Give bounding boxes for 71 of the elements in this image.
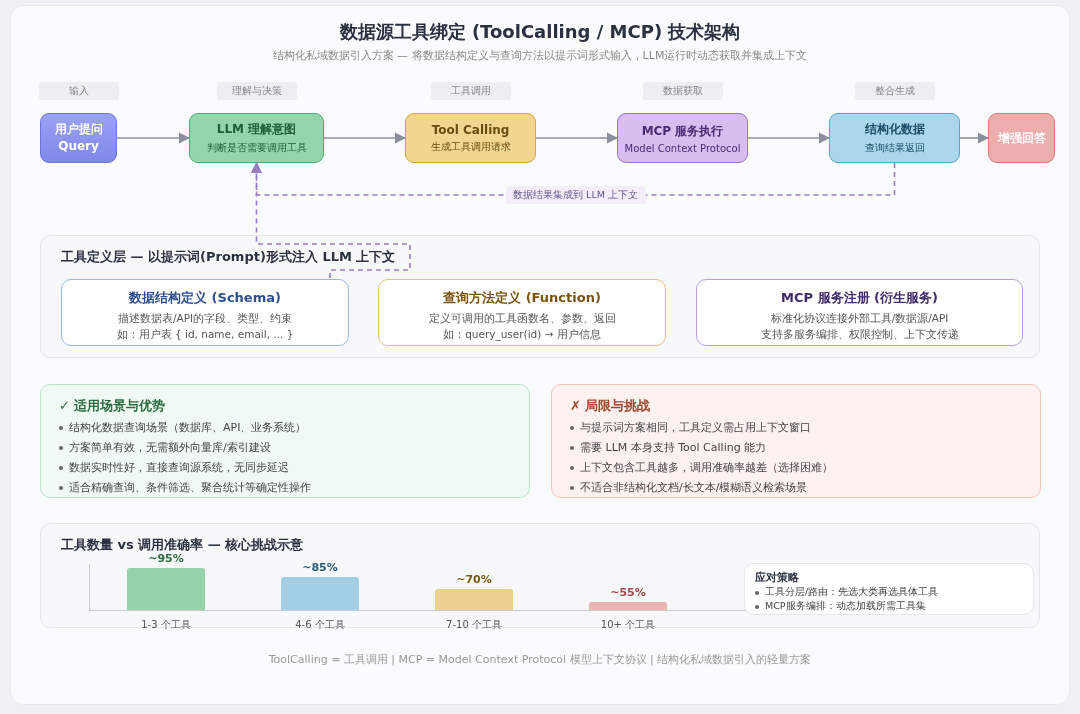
list-item: 方案简单有效，无需额外向量库/索引建设: [69, 440, 271, 455]
card-text: 支持多服务编排、权限控制、上下文传递: [759, 328, 960, 342]
stage-tag: 整合生成: [854, 82, 935, 100]
list-item: 不适合非结构化文档/长文本/模糊语义检索场景: [580, 480, 808, 495]
card-text: 如：用户表 { id, name, email, ... }: [115, 328, 295, 342]
strategy-card: [744, 563, 1034, 615]
section-panel: [40, 235, 1040, 358]
info-panel: [551, 384, 1041, 498]
box-subtitle: 生成工具调用请求: [429, 139, 512, 154]
stage-tag: 数据获取: [642, 82, 723, 100]
box-subtitle: 查询结果返回: [863, 141, 926, 155]
definition-card: [61, 279, 349, 346]
panel-heading: ✓ 适用场景与优势: [59, 397, 167, 415]
card-title: 数据结构定义 (Schema): [128, 289, 282, 307]
list-item: 与提示词方案相同，工具定义需占用上下文窗口: [580, 420, 811, 435]
info-panel: [40, 384, 530, 498]
process-box: [617, 113, 748, 163]
footnote: ToolCalling = 工具调用 | MCP = Model Context Protocol 模型上下文协议 | 结构化私域数据引入的轻量方案: [267, 652, 813, 667]
dashed-arrow: [250, 161, 411, 279]
value-label: ~95%: [147, 552, 185, 566]
box-title: 用户提问 Query: [53, 121, 104, 155]
section-panel: [40, 523, 1040, 628]
list-item: 上下文包含工具越多，调用准确率越差（选择困难）: [580, 460, 833, 475]
box-title: LLM 理解意图: [215, 121, 298, 138]
subtitle: 结构化私域数据引入方案 — 将数据结构定义与查询方法以提示词形式输入，LLM运行时动态获取并集成上下文: [271, 48, 809, 63]
definition-card: [696, 279, 1023, 346]
process-box: [829, 113, 960, 163]
card-text: 定义可调用的工具函数名、参数、返回: [427, 312, 617, 326]
stage-tag: 工具调用: [430, 82, 511, 100]
category-label: 4-6 个工具: [294, 618, 346, 632]
process-box: [988, 113, 1055, 163]
value-label: ~55%: [609, 585, 647, 599]
process-box: [405, 113, 536, 163]
list-item: 数据实时性好，直接查询源系统，无同步延迟: [69, 460, 289, 475]
category-label: 10+ 个工具: [599, 618, 657, 632]
list-item: 需要 LLM 本身支持 Tool Calling 能力: [580, 440, 767, 455]
arrow: [747, 132, 831, 144]
stage-tag: 理解与决策: [216, 82, 297, 100]
box-subtitle: 判断是否需要调用工具: [205, 141, 308, 155]
card-text: 描述数据表/API的字段、类型、约束: [116, 312, 294, 326]
section-heading: 工具数量 vs 调用准确率 — 核心挑战示意: [61, 536, 304, 554]
list-item: 适合精确查询、条件筛选、聚合统计等确定性操作: [69, 480, 311, 495]
definition-card: [378, 279, 666, 346]
category-label: 7-10 个工具: [445, 618, 503, 632]
section-heading: 工具定义层 — 以提示词(Prompt)形式注入 LLM 上下文: [61, 248, 396, 266]
arrow: [535, 132, 619, 144]
category-label: 1-3 个工具: [140, 618, 192, 632]
box-title: MCP 服务执行: [640, 122, 725, 140]
panel-heading: 应对策略: [755, 571, 800, 585]
arrow: [959, 132, 990, 144]
card-title: MCP 服务注册 (衍生服务): [780, 289, 939, 307]
process-box: [40, 113, 117, 163]
edge-label: 数据结果集成到 LLM 上下文: [505, 186, 646, 204]
card-text: 如：query_user(id) → 用户信息: [442, 328, 602, 342]
value-label: ~70%: [455, 573, 493, 587]
box-title: 增强回答: [996, 129, 1047, 147]
process-box: [189, 113, 324, 163]
stage-tag: 输入: [38, 82, 119, 100]
list-item: MCP服务编排：动态加载所需工具集: [765, 600, 926, 613]
box-title: Tool Calling: [430, 122, 511, 137]
title: 数据源工具绑定 (ToolCalling / MCP) 技术架构: [338, 20, 742, 44]
panel-heading: ✗ 局限与挑战: [570, 397, 652, 415]
list-item: 工具分层/路由：先选大类再选具体工具: [765, 586, 939, 599]
arrow: [116, 132, 191, 144]
card-text: 标准化协议连接外部工具/数据源/API: [769, 312, 950, 326]
box-title: 结构化数据: [863, 121, 926, 138]
card-title: 查询方法定义 (Function): [442, 289, 602, 307]
value-label: ~85%: [301, 560, 339, 574]
list-item: 结构化数据查询场景（数据库、API、业务系统）: [69, 420, 307, 435]
box-subtitle: Model Context Protocol: [624, 142, 741, 154]
arrow: [323, 132, 407, 144]
